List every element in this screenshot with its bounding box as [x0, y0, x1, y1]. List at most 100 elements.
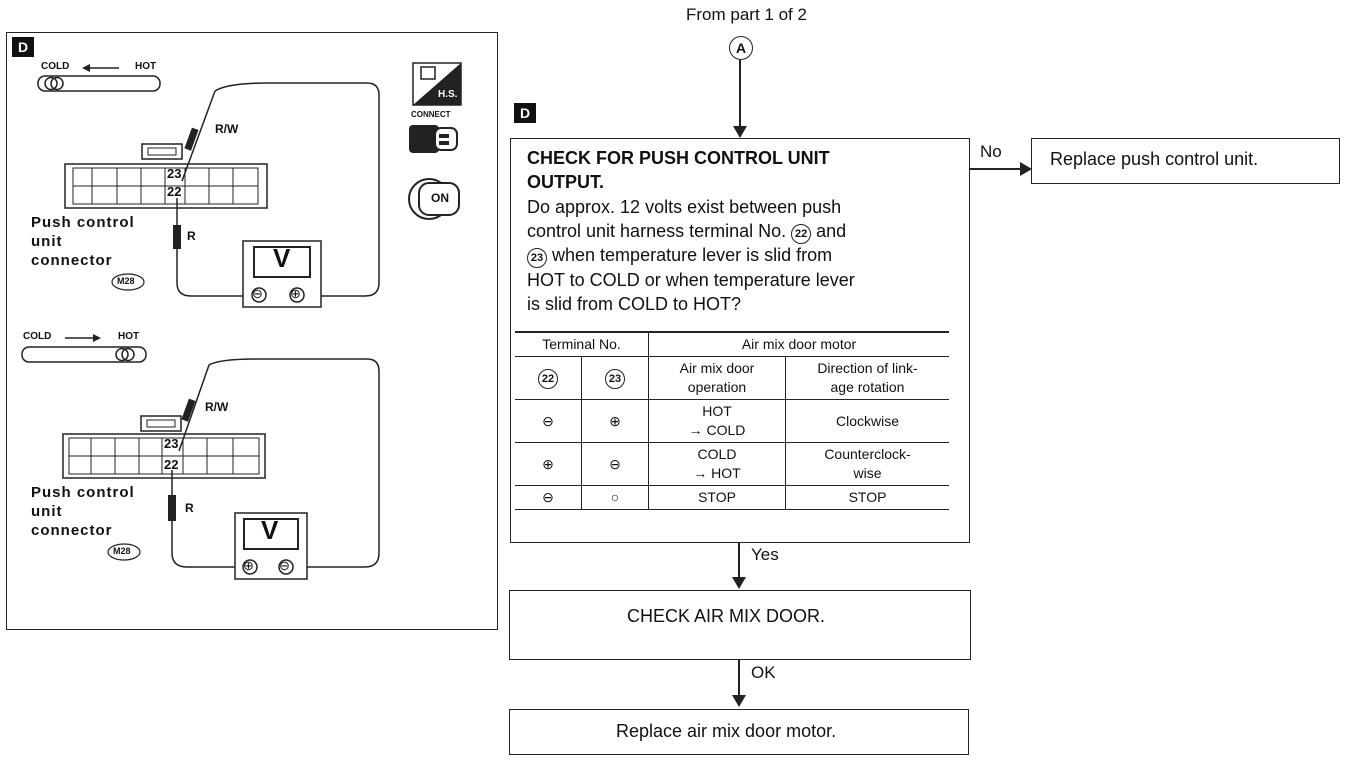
sub-direction-2: age rotation [830, 379, 905, 395]
row2-dir-1: Counterclock- [824, 446, 911, 462]
row1-t22: ⊖ [515, 399, 582, 443]
row1-op-2: → COLD [688, 422, 746, 438]
replace-motor-box: Replace air mix door motor. [509, 709, 969, 755]
cold-label-bottom: COLD [23, 331, 52, 342]
temperature-slider-top [37, 64, 161, 92]
connector-code-oval-bottom [107, 543, 141, 561]
illustration-panel: D [6, 32, 498, 630]
sub-t23-cell: 23 [581, 356, 649, 400]
check-air-mix-text: CHECK AIR MIX DOOR. [627, 606, 826, 626]
yes-arrow-line [738, 543, 740, 579]
connector-a-letter: A [735, 40, 747, 56]
row2-t22: ⊕ [515, 442, 582, 486]
question-line-1: Do approx. 12 volts exist between push [527, 197, 842, 217]
ok-arrow-line [738, 660, 740, 696]
terminal-22-circle: 22 [791, 224, 812, 244]
no-arrow-line [970, 168, 1022, 170]
terminal-table: Terminal No. Air mix door motor 22 23 Ai… [515, 331, 949, 510]
connector-label-bottom-2: unit [31, 503, 63, 520]
ok-arrow-head [732, 695, 746, 707]
meter-v-bottom: V [261, 515, 279, 545]
table-subheader-row: 22 23 Air mix door operation Direction o… [515, 356, 949, 400]
no-label: No [980, 142, 1002, 161]
arrow-a-head [733, 126, 747, 138]
header-motor: Air mix door motor [648, 331, 949, 357]
connector-bottom [62, 415, 266, 479]
replace-push-text: Replace push control unit. [1050, 149, 1259, 169]
cold-label-top: COLD [41, 61, 70, 72]
question-line-3-text: when temperature lever is slid from [552, 245, 833, 265]
hot-label-top: HOT [135, 61, 157, 72]
replace-motor-text: Replace air mix door motor. [616, 721, 837, 741]
meter-neg-bottom: ⊖ [279, 558, 290, 573]
hs-icon [412, 62, 462, 106]
wire-r-label-top: R [187, 229, 196, 243]
connect-icon [409, 125, 458, 153]
row2-dir-2: wise [853, 465, 882, 481]
table-row: ⊖ ⊕ HOT → COLD Clockwise [515, 399, 949, 443]
no-arrow-head [1020, 162, 1032, 176]
header-terminal: Terminal No. [515, 331, 649, 357]
meter-neg-top: ⊖ [252, 286, 263, 301]
hs-icon-label: H.S. [438, 89, 458, 100]
wire-r-label-bottom: R [185, 501, 194, 515]
temperature-slider-bottom [21, 334, 147, 363]
sub-t22-cell: 22 [515, 356, 582, 400]
section-tag: D [514, 103, 536, 123]
row2-dir: Counterclock-wise [785, 442, 949, 486]
meter-pos-bottom: ⊕ [243, 558, 254, 573]
wire-rw-label-top: R/W [215, 122, 239, 136]
sub-operation: Air mix door operation [648, 356, 786, 400]
meter-pos-top: ⊕ [290, 286, 301, 301]
row2-t23: ⊖ [581, 442, 649, 486]
voltmeter-bottom [234, 512, 308, 580]
connect-label: CONNECT [411, 110, 451, 119]
row2-op: COLD→ HOT [648, 442, 786, 486]
table-row: ⊕ ⊖ COLD→ HOT Counterclock-wise [515, 442, 949, 486]
question-line-2b: and [816, 221, 847, 241]
sub-direction: Direction of link-age rotation [785, 356, 949, 400]
row1-dir: Clockwise [785, 399, 949, 443]
connector-label-bottom-1: Push control [31, 484, 135, 501]
connector-label-bottom-3: connector [31, 522, 113, 539]
connector-label-top-1: Push control [31, 214, 135, 231]
terminal-23-circle: 23 [527, 248, 547, 268]
row1-op: HOT → COLD [648, 399, 786, 443]
arrow-a-line [739, 60, 741, 128]
voltmeter-top [242, 240, 322, 308]
row3-dir: STOP [785, 485, 949, 510]
question-line-3: 23 when temperature lever is slid from [527, 245, 832, 268]
ignition-on-icon [408, 178, 460, 220]
pin-23-bottom: 23 [164, 436, 179, 451]
table-header-row: Terminal No. Air mix door motor [515, 331, 949, 357]
probe-wires-bottom [168, 358, 380, 568]
check-push-control-box: CHECK FOR PUSH CONTROL UNIT OUTPUT. Do a… [510, 138, 970, 543]
connector-a-circle: A [729, 36, 753, 60]
row3-t22: ⊖ [515, 485, 582, 510]
pin-23-top: 23 [167, 166, 182, 181]
row1-op-1: HOT [702, 403, 732, 419]
check-title-1: CHECK FOR PUSH CONTROL UNIT [527, 148, 830, 168]
sub-t22: 22 [538, 368, 558, 389]
row3-t23: ○ [581, 485, 649, 510]
pin-22-top: 22 [167, 184, 182, 199]
table-row: ⊖ ○ STOP STOP [515, 485, 949, 510]
sub-direction-1: Direction of link- [817, 360, 918, 376]
question-line-4: HOT to COLD or when temperature lever [527, 270, 855, 290]
connector-top [64, 143, 268, 209]
connector-label-top-3: connector [31, 252, 113, 269]
ok-label: OK [751, 663, 776, 682]
hot-label-bottom: HOT [118, 331, 140, 342]
ignition-on-label: ON [431, 191, 449, 205]
connector-label-top-2: unit [31, 233, 63, 250]
check-air-mix-box: CHECK AIR MIX DOOR. [509, 590, 971, 660]
sub-t23: 23 [605, 368, 625, 389]
check-title-2: OUTPUT. [527, 172, 605, 192]
pin-22-bottom: 22 [164, 457, 179, 472]
question-line-2: control unit harness terminal No. 22 and [527, 221, 846, 244]
wire-rw-label-bottom: R/W [205, 400, 229, 414]
question-line-2a: control unit harness terminal No. [527, 221, 787, 241]
row2-op-1: COLD [697, 446, 737, 462]
row1-t23: ⊕ [581, 399, 649, 443]
meter-v-top: V [273, 243, 291, 273]
